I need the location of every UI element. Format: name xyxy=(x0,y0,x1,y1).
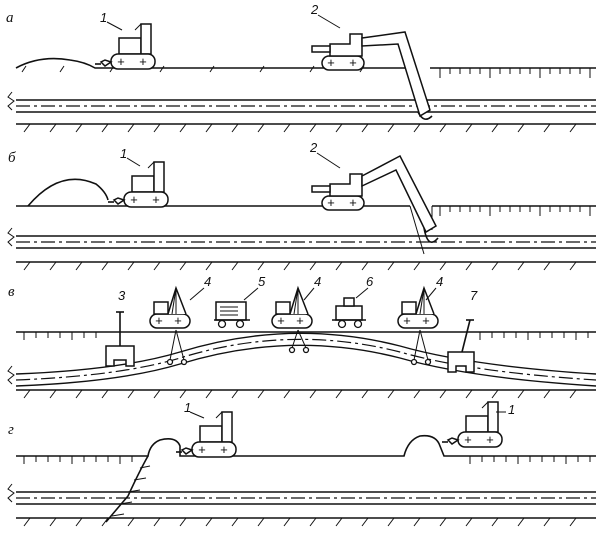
panel-a: а 1 2 xyxy=(6,2,596,132)
callout-number: 7 xyxy=(470,288,478,303)
panel-g: г 1 1 xyxy=(8,400,596,526)
panel-letter: в xyxy=(8,284,15,300)
panel-v: в 3 4 5 4 xyxy=(8,274,596,398)
callout-number: 3 xyxy=(118,288,126,303)
callout-number: 1 xyxy=(100,10,107,25)
callout-number: 2 xyxy=(309,140,318,155)
callout-number: 4 xyxy=(314,274,321,289)
callout-number: 4 xyxy=(436,274,443,289)
panel-letter: г xyxy=(8,422,14,438)
panel-b: б 1 2 xyxy=(8,140,596,270)
callout-number: 1 xyxy=(120,146,127,161)
panel-letter: б xyxy=(8,150,16,166)
callout-number: 5 xyxy=(258,274,266,289)
callout-number: 6 xyxy=(366,274,374,289)
callout-number: 2 xyxy=(310,2,319,17)
panel-letter: а xyxy=(6,10,14,26)
callout-number: 1 xyxy=(184,400,191,415)
callout-number: 4 xyxy=(204,274,211,289)
callout-number: 1 xyxy=(508,402,515,417)
